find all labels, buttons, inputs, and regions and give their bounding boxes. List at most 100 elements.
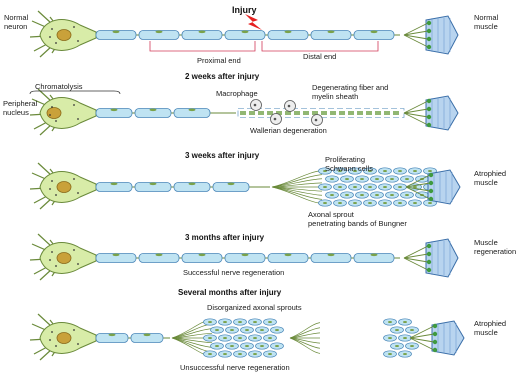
schwann-nucleus: [328, 254, 335, 257]
schwann-nucleus: [285, 254, 292, 257]
schwann-cell-nucleus: [383, 170, 387, 172]
schwann-cell-nucleus: [410, 345, 414, 347]
schwann-nucleus: [371, 254, 378, 257]
motor-end-plate: [427, 252, 431, 256]
axon-sprout: [290, 338, 320, 353]
schwann-nucleus: [113, 254, 120, 257]
panel4-heading: 3 months after injury: [185, 233, 265, 242]
motor-end-plate: [427, 37, 431, 41]
schwann-cell-nucleus: [390, 178, 394, 180]
schwann-nucleus: [189, 183, 196, 186]
proximal-end-label: Proximal end: [197, 56, 241, 65]
schwann-cell-nucleus: [260, 329, 264, 331]
schwann-nucleus: [111, 109, 118, 112]
axon-sprout: [290, 333, 320, 338]
schwann-nucleus: [199, 31, 206, 34]
schwann-cell-nucleus: [253, 353, 257, 355]
schwann-cell-nucleus: [230, 329, 234, 331]
nissl-dot: [73, 329, 75, 331]
schwann-cell-nucleus: [268, 353, 272, 355]
schwann-cell-nucleus: [403, 337, 407, 339]
schwann-cell-nucleus: [338, 202, 342, 204]
distal-end-label: Distal end: [303, 52, 336, 61]
degenerating-fragment: [249, 111, 255, 115]
nissl-dot: [49, 36, 51, 38]
schwann-cell-nucleus: [223, 337, 227, 339]
schwann-cell-nucleus: [428, 202, 432, 204]
degenerating-fragment: [348, 111, 354, 115]
nissl-dot: [49, 259, 51, 261]
cell-nucleus: [57, 253, 71, 264]
panel3-heading: 3 weeks after injury: [185, 151, 260, 160]
atrophied-muscle-label-2: Atrophiedmuscle: [474, 319, 506, 337]
schwann-cell-nucleus: [275, 329, 279, 331]
schwann-cell-nucleus: [238, 337, 242, 339]
nissl-dot: [73, 178, 75, 180]
nissl-dot: [77, 118, 79, 120]
schwann-cell-nucleus: [338, 186, 342, 188]
schwann-cell-nucleus: [330, 178, 334, 180]
schwann-nucleus: [242, 254, 249, 257]
disorganized-sprouts-label: Disorganized axonal sprouts: [207, 303, 302, 312]
degenerating-fragment: [294, 111, 300, 115]
axon-sprout: [290, 338, 320, 348]
wallerian-label: Wallerian degeneration: [250, 126, 327, 135]
motor-end-plate: [433, 340, 437, 344]
normal-neuron-label-line: Normalneuron: [4, 13, 29, 31]
axon-sprout: [272, 179, 322, 187]
schwann-cell-nucleus: [403, 353, 407, 355]
nissl-dot: [51, 180, 53, 182]
nissl-dot: [73, 26, 75, 28]
cell-nucleus: [57, 333, 71, 344]
schwann-cell-nucleus: [330, 194, 334, 196]
motor-end-plate: [429, 197, 433, 201]
neuron-body-icon: [30, 11, 96, 57]
cell-nucleus: [47, 108, 61, 119]
schwann-cell-nucleus: [368, 186, 372, 188]
cell-nucleus: [57, 182, 71, 193]
schwann-cell-nucleus: [238, 321, 242, 323]
schwann-cell-nucleus: [403, 321, 407, 323]
schwann-cell-nucleus: [383, 202, 387, 204]
distal-bracket: [262, 41, 378, 51]
schwann-cell-nucleus: [405, 194, 409, 196]
schwann-cell-nucleus: [245, 345, 249, 347]
motor-end-plate: [433, 332, 437, 336]
schwann-nucleus: [242, 31, 249, 34]
nissl-dot: [55, 194, 57, 196]
schwann-cell-nucleus: [208, 337, 212, 339]
nissl-dot: [77, 343, 79, 345]
schwann-cell-nucleus: [253, 321, 257, 323]
schwann-cell-nucleus: [345, 178, 349, 180]
motor-end-plate: [427, 115, 431, 119]
schwann-nucleus: [328, 31, 335, 34]
schwann-nucleus: [285, 31, 292, 34]
degenerating-fragment: [366, 111, 372, 115]
degenerating-fragment: [258, 111, 264, 115]
schwann-cell-nucleus: [345, 194, 349, 196]
neuron-body-icon: [30, 163, 96, 209]
muscle-fiber-icon: [404, 96, 458, 130]
schwann-cell-nucleus: [323, 202, 327, 204]
motor-end-plate: [429, 189, 433, 193]
schwann-cell-nucleus: [268, 321, 272, 323]
schwann-cell-nucleus: [230, 345, 234, 347]
schwann-cell-nucleus: [360, 194, 364, 196]
motor-end-plate: [429, 173, 433, 177]
nissl-dot: [77, 40, 79, 42]
schwann-cell-nucleus: [260, 345, 264, 347]
schwann-nucleus: [150, 183, 157, 186]
nissl-dot: [51, 28, 53, 30]
macrophage-granule: [254, 104, 257, 107]
schwann-cell-nucleus: [388, 321, 392, 323]
schwann-cell-nucleus: [413, 170, 417, 172]
schwann-cell-nucleus: [223, 321, 227, 323]
nissl-dot: [51, 331, 53, 333]
degenerating-fragment: [339, 111, 345, 115]
axon-sprout: [290, 328, 320, 338]
axon-sprout: [290, 323, 320, 338]
nissl-dot: [73, 249, 75, 251]
nissl-dot: [49, 339, 51, 341]
